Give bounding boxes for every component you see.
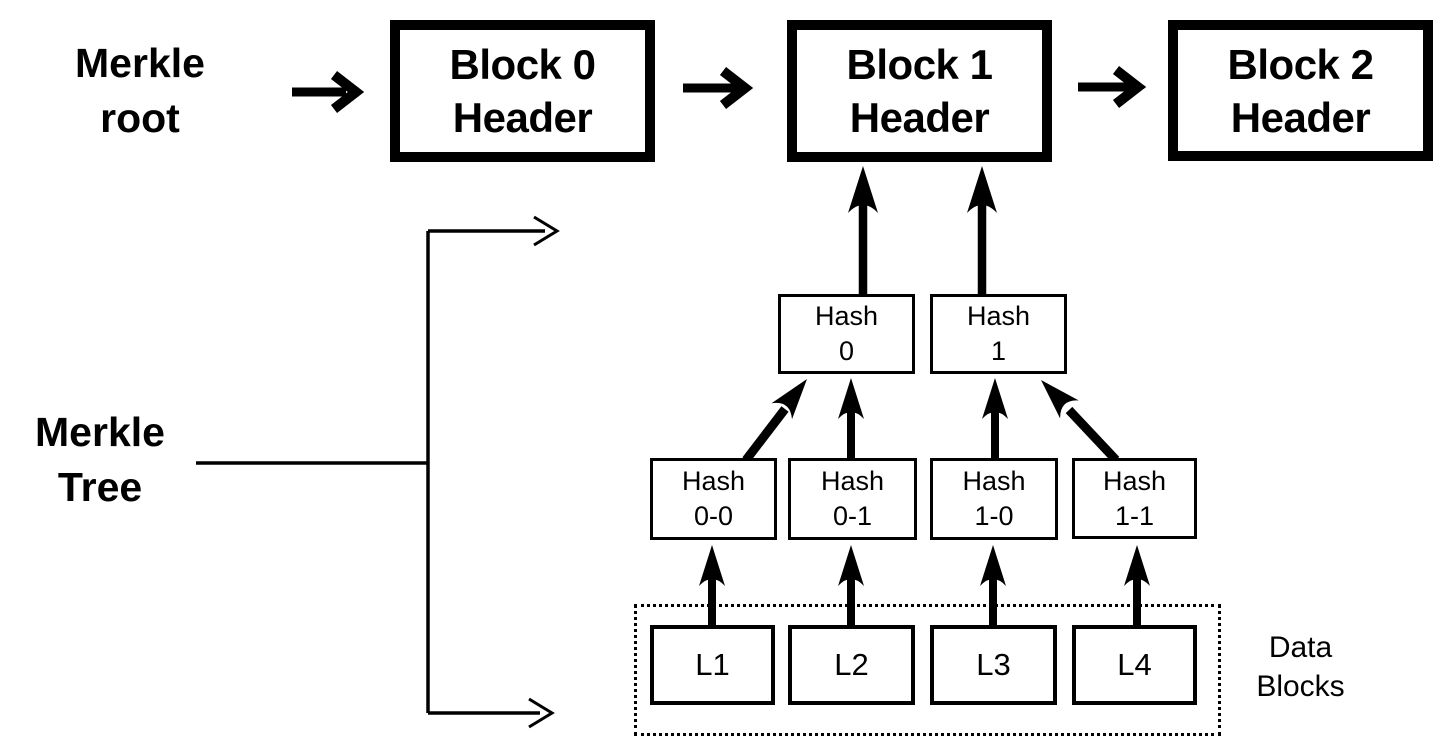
merkle-tree-line2: Tree — [57, 464, 143, 510]
hash-1-line2: 1 — [990, 336, 1007, 366]
hash-0-0-line1: Hash — [681, 466, 746, 496]
hash-1-1-line1: Hash — [1102, 465, 1167, 496]
block-1-header-line1: Block 1 — [846, 41, 993, 88]
hash-1-0-box: Hash 1-0 — [930, 458, 1058, 540]
arrow-block0-to-block1-icon — [683, 67, 754, 109]
block-2-header-line1: Block 2 — [1227, 40, 1374, 88]
hash-1-box: Hash 1 — [930, 294, 1067, 374]
block-2-header-line2: Header — [1230, 93, 1371, 141]
data-blocks-label: Data Blocks — [1228, 628, 1373, 706]
bracket-top-arrow-icon — [428, 215, 560, 247]
hash-0-box: Hash 0 — [778, 294, 915, 374]
arrow-hash1-to-block1-icon — [967, 166, 997, 296]
data-block-l4: L4 — [1072, 625, 1197, 705]
merkle-root-label: Merkle root — [40, 36, 240, 146]
arrow-l2-to-hash01-icon — [838, 545, 864, 627]
hash-1-1-box: Hash 1-1 — [1072, 458, 1197, 539]
hash-0-1-line2: 0-1 — [832, 501, 873, 531]
data-blocks-dotted-frame — [634, 604, 1221, 736]
arrow-hash01-to-hash0-icon — [838, 378, 864, 459]
arrow-hash11-to-hash1-icon — [1041, 380, 1120, 464]
merkle-root-line2: root — [100, 95, 180, 141]
hash-1-line1: Hash — [966, 301, 1031, 331]
arrow-l4-to-hash11-icon — [1124, 545, 1150, 627]
data-block-l3-label: L3 — [976, 647, 1011, 682]
block-2-header-box: Block 2 Header — [1168, 20, 1433, 161]
data-block-l2-label: L2 — [834, 647, 869, 682]
hash-0-0-box: Hash 0-0 — [650, 458, 777, 540]
bracket-bottom-arrow-icon — [428, 697, 555, 729]
arrow-merkle-root-to-block0-icon — [292, 71, 365, 113]
hash-1-0-line1: Hash — [962, 466, 1026, 496]
hash-1-1-line2: 1-1 — [1114, 500, 1155, 531]
hash-0-1-line1: Hash — [820, 466, 885, 496]
merkle-root-line1: Merkle — [75, 40, 205, 86]
hash-0-1-box: Hash 0-1 — [788, 458, 917, 540]
hash-1-0-line2: 1-0 — [974, 501, 1014, 531]
block-0-header-line2: Header — [452, 94, 593, 141]
merkle-tree-label: Merkle Tree — [5, 405, 195, 515]
data-block-l1: L1 — [650, 625, 775, 705]
block-0-header-line1: Block 0 — [449, 41, 596, 88]
data-block-l1-label: L1 — [695, 647, 730, 682]
hash-0-line2: 0 — [838, 336, 855, 366]
arrow-hash10-to-hash1-icon — [982, 378, 1008, 459]
block-1-header-box: Block 1 Header — [787, 20, 1052, 162]
data-blocks-line1: Data — [1268, 631, 1333, 664]
hash-0-line1: Hash — [814, 301, 879, 331]
arrow-l1-to-hash00-icon — [699, 545, 725, 627]
merkle-tree-bracket — [196, 215, 560, 729]
arrow-hash0-to-block1-icon — [848, 166, 878, 296]
block-1-header-line2: Header — [849, 94, 990, 141]
data-blocks-line2: Blocks — [1256, 670, 1345, 703]
data-block-l4-label: L4 — [1117, 647, 1152, 682]
arrow-hash00-to-hash0-icon — [742, 379, 807, 463]
arrow-l3-to-hash10-icon — [980, 545, 1006, 627]
data-block-l2: L2 — [788, 625, 915, 705]
arrow-block1-to-block2-icon — [1078, 66, 1147, 108]
data-block-l3: L3 — [930, 625, 1057, 705]
hash-0-0-line2: 0-0 — [693, 501, 734, 531]
merkle-tree-line1: Merkle — [35, 409, 165, 455]
block-0-header-box: Block 0 Header — [390, 20, 655, 162]
